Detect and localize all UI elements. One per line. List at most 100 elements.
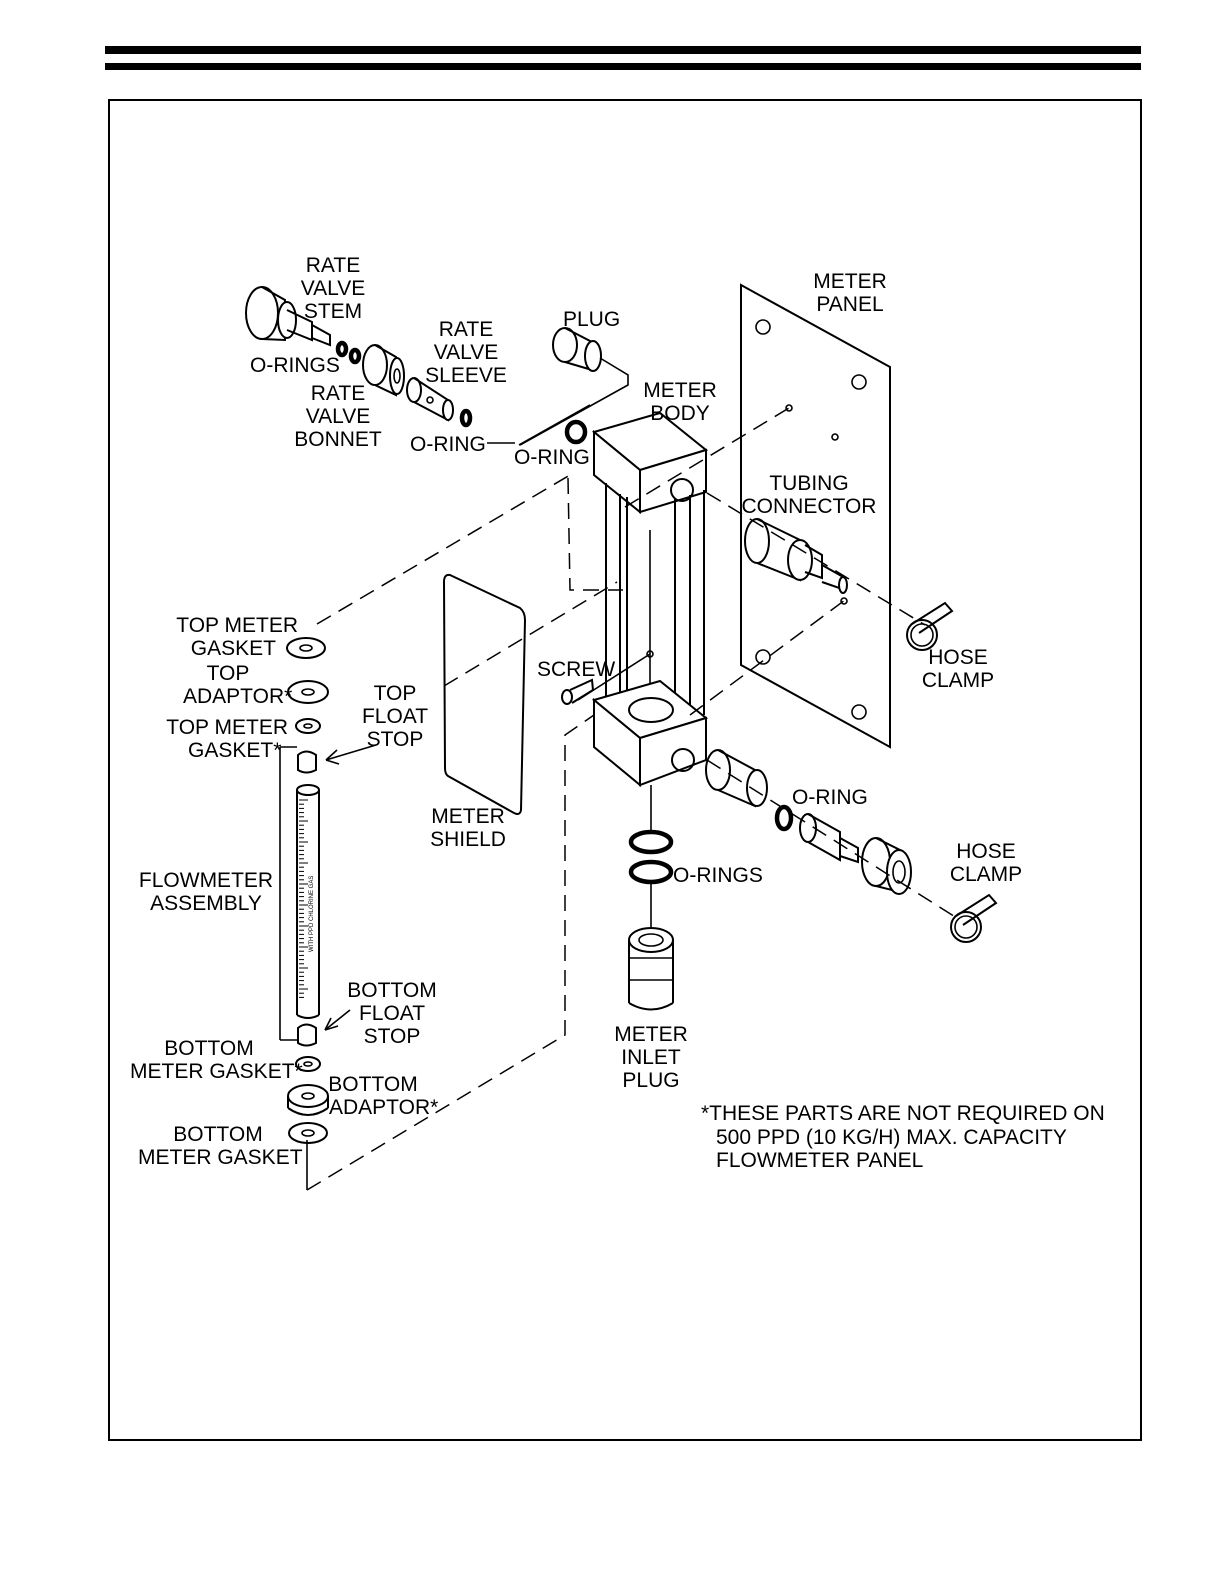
header-rule-bottom xyxy=(105,63,1141,70)
rate-valve-bonnet xyxy=(362,344,405,397)
label-bottom-float-stop: BOTTOM FLOAT STOP xyxy=(347,979,436,1048)
svg-text:BOTTOM: BOTTOM xyxy=(164,1037,253,1060)
top-meter-gasket xyxy=(286,637,326,659)
svg-text:BOTTOM: BOTTOM xyxy=(173,1123,262,1146)
flowmeter-tube-marking: WITH PPD CHLORINE GAS xyxy=(309,876,315,952)
svg-text:TOP METER: TOP METER xyxy=(176,614,298,637)
meter-shield xyxy=(442,573,527,815)
label-o-ring-lower: O-RING xyxy=(792,786,868,809)
label-rate-valve-sleeve: RATE VALVE SLEEVE xyxy=(425,318,507,387)
svg-text:VALVE: VALVE xyxy=(301,277,366,300)
lower-connector xyxy=(705,749,768,808)
svg-text:RATE: RATE xyxy=(439,318,493,341)
hose-nut-lower xyxy=(861,837,912,895)
label-tubing-connector: TUBING CONNECTOR xyxy=(742,472,877,518)
label-hose-clamp-upper: HOSE CLAMP xyxy=(922,646,994,692)
label-meter-shield: METER SHIELD xyxy=(430,805,506,851)
o-ring-sleeve xyxy=(459,408,473,428)
label-top-adaptor: TOP ADAPTOR* xyxy=(183,662,292,708)
svg-text:STOP: STOP xyxy=(364,1025,421,1048)
hose-clamp-lower xyxy=(950,893,998,943)
figure-frame xyxy=(108,99,1142,1441)
header-rule-top xyxy=(105,46,1141,54)
hose-barb-lower xyxy=(799,813,859,864)
svg-text:BOTTOM: BOTTOM xyxy=(328,1073,417,1096)
svg-text:TOP METER: TOP METER xyxy=(166,716,288,739)
callout-arrows xyxy=(324,744,377,1031)
o-rings-stem xyxy=(335,340,362,365)
svg-text:TUBING: TUBING xyxy=(769,472,848,495)
label-top-meter-gasket-star: TOP METER GASKET* xyxy=(166,716,288,762)
top-float-stop xyxy=(297,750,317,774)
svg-text:METER GASKET*: METER GASKET* xyxy=(130,1060,303,1083)
assembly-lines xyxy=(279,404,961,1191)
o-rings-inlet xyxy=(628,829,674,885)
svg-text:500 PPD (10 KG/H) MAX. CA: 500 PPD (10 KG/H) MAX. CAPACITY xyxy=(716,1126,1067,1149)
label-meter-body: METER BODY xyxy=(643,379,717,425)
label-bottom-meter-gasket: BOTTOM METER GASKET xyxy=(138,1123,303,1169)
label-bottom-meter-gasket-star: BOTTOM METER GASKET* xyxy=(130,1037,303,1083)
svg-text:SLEEVE: SLEEVE xyxy=(425,364,507,387)
label-bottom-adaptor: BOTTOM ADAPTOR* xyxy=(328,1073,438,1119)
svg-text:TOP: TOP xyxy=(374,682,417,705)
screw xyxy=(561,678,595,705)
rate-valve-sleeve xyxy=(406,377,454,422)
svg-text:PLUG: PLUG xyxy=(622,1069,679,1092)
svg-text:INLET: INLET xyxy=(621,1046,681,1069)
svg-text:METER: METER xyxy=(643,379,717,402)
label-top-float-stop: TOP FLOAT STOP xyxy=(362,682,428,751)
top-adaptor xyxy=(287,680,329,704)
bottom-adaptor xyxy=(287,1084,329,1116)
svg-text:BODY: BODY xyxy=(650,402,710,425)
label-o-rings-top: O-RINGS xyxy=(250,354,340,377)
label-screw: SCREW xyxy=(537,658,615,681)
svg-text:CLAMP: CLAMP xyxy=(950,863,1022,886)
svg-text:FLOWMETER: FLOWMETER xyxy=(139,869,273,892)
footnote: *THESE PARTS ARE NOT REQUIRED ON 500 PPD… xyxy=(701,1102,1105,1172)
label-meter-panel: METER PANEL xyxy=(813,270,887,316)
svg-text:METER: METER xyxy=(813,270,887,293)
bottom-meter-gasket-small xyxy=(295,1056,321,1072)
svg-text:STEM: STEM xyxy=(304,300,362,323)
rate-valve-stem xyxy=(245,286,331,347)
svg-text:TOP: TOP xyxy=(207,662,250,685)
label-flowmeter-assembly: FLOWMETER ASSEMBLY xyxy=(139,869,273,915)
meter-body xyxy=(591,411,709,788)
svg-text:FLOAT: FLOAT xyxy=(359,1002,425,1025)
svg-text:BOTTOM: BOTTOM xyxy=(347,979,436,1002)
svg-text:METER GASKET: METER GASKET xyxy=(138,1146,303,1169)
svg-text:BONNET: BONNET xyxy=(294,428,382,451)
hose-clamp-upper xyxy=(906,601,954,651)
svg-text:GASKET*: GASKET* xyxy=(188,739,281,762)
svg-text:STOP: STOP xyxy=(367,728,424,751)
o-ring-plug xyxy=(564,419,588,445)
svg-text:ASSEMBLY: ASSEMBLY xyxy=(150,892,262,915)
svg-text:RATE: RATE xyxy=(311,382,365,405)
svg-text:FLOWMETER PANEL: FLOWMETER PANEL xyxy=(716,1149,923,1172)
label-o-rings-lower: O-RINGS xyxy=(673,864,763,887)
label-hose-clamp-lower: HOSE CLAMP xyxy=(950,840,1022,886)
svg-text:VALVE: VALVE xyxy=(434,341,499,364)
meter-panel xyxy=(740,283,891,749)
svg-text:METER: METER xyxy=(614,1023,688,1046)
plug xyxy=(519,327,629,446)
svg-text:*THESE PARTS ARE NOT REQUI: *THESE PARTS ARE NOT REQUIRED ON xyxy=(701,1102,1105,1125)
bottom-float-stop xyxy=(297,1023,317,1047)
label-o-ring-sleeve: O-RING xyxy=(410,433,486,456)
label-meter-inlet-plug: METER INLET PLUG xyxy=(614,1023,688,1092)
svg-text:CONNECTOR: CONNECTOR xyxy=(742,495,877,518)
svg-text:ADAPTOR*: ADAPTOR* xyxy=(329,1096,438,1119)
label-o-ring-plug: O-RING xyxy=(514,446,590,469)
svg-text:ADAPTOR*: ADAPTOR* xyxy=(183,685,292,708)
svg-text:SHIELD: SHIELD xyxy=(430,828,506,851)
svg-text:RATE: RATE xyxy=(306,254,360,277)
svg-text:PANEL: PANEL xyxy=(816,293,883,316)
svg-text:GASKET: GASKET xyxy=(191,637,276,660)
label-rate-valve-bonnet: RATE VALVE BONNET xyxy=(294,382,382,451)
label-top-meter-gasket: TOP METER GASKET xyxy=(176,614,298,660)
svg-text:HOSE: HOSE xyxy=(928,646,988,669)
o-ring-lower xyxy=(774,804,794,832)
label-plug: PLUG xyxy=(563,308,620,331)
meter-inlet-plug xyxy=(628,927,674,1011)
